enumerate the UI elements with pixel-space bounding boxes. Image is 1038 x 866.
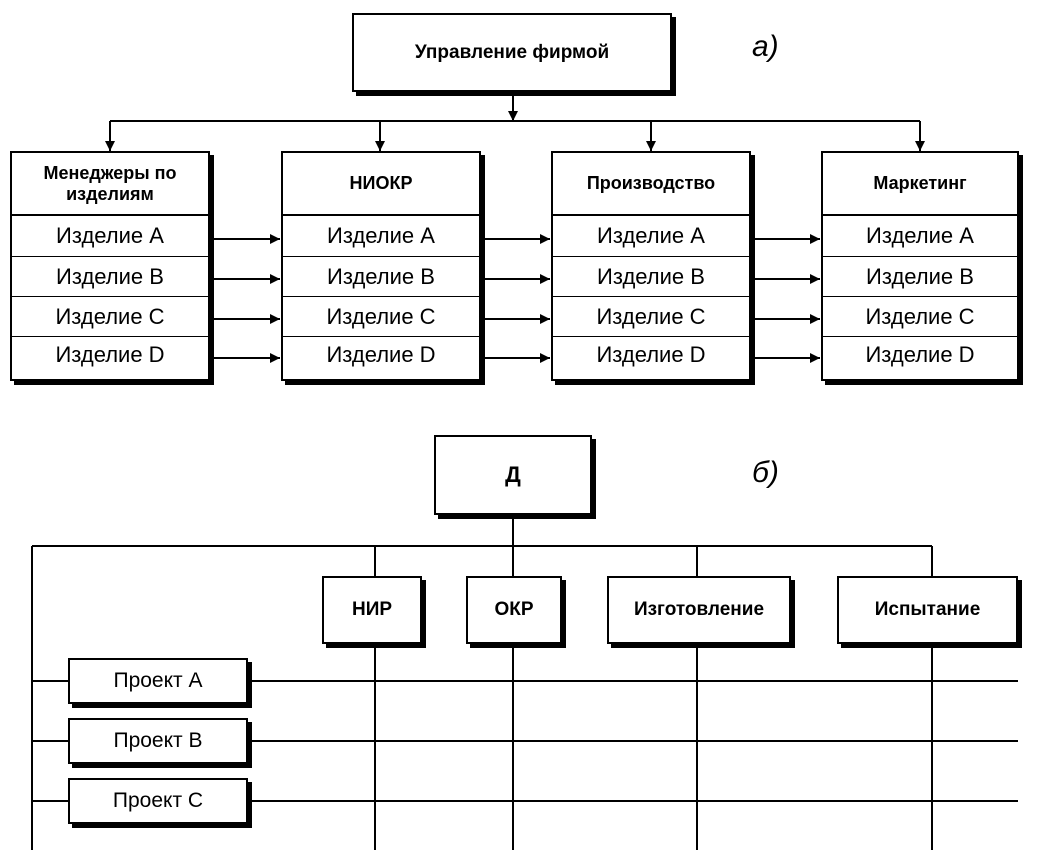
department-production: Производство Изделие A Изделие B Изделие… [551,151,751,381]
product-row: Изделие A [56,223,164,248]
department-title: Производство [553,153,749,216]
function-box-manufacturing: Изготовление [607,576,791,644]
product-row: Изделие C [283,296,479,336]
product-row: Изделие C [12,296,208,336]
function-box-nir: НИР [322,576,422,644]
product-row: Изделие B [823,256,1017,296]
function-box-testing: Испытание [837,576,1018,644]
product-row: Изделие C [553,296,749,336]
panel-label-b: б) [752,456,779,489]
product-row: Изделие C [823,296,1017,336]
project-box-c: Проект C [68,778,248,824]
department-product-managers: Менеджеры по изделиям Изделие A Изделие … [10,151,210,381]
function-label: Изготовление [633,599,765,620]
product-row: Изделие D [823,336,1017,373]
company-management-box: Управление фирмой [352,13,672,92]
director-label: Д [505,462,521,487]
project-box-b: Проект B [68,718,248,764]
project-box-a: Проект A [68,658,248,704]
project-label: Проект C [112,789,204,812]
product-row: Изделие D [553,336,749,373]
product-row: Изделие A [327,223,435,248]
function-label: ОКР [494,599,534,620]
product-row: Изделие B [283,256,479,296]
product-row: Изделие A [866,223,974,248]
function-box-okr: ОКР [466,576,562,644]
function-label: НИР [351,599,393,620]
department-rnd: НИОКР Изделие A Изделие B Изделие C Изде… [281,151,481,381]
director-box: Д [434,435,592,515]
product-row: Изделие D [12,336,208,373]
function-label: Испытание [874,599,981,620]
department-title: Маркетинг [823,153,1017,216]
department-title: НИОКР [283,153,479,216]
department-marketing: Маркетинг Изделие A Изделие B Изделие C … [821,151,1019,381]
product-row: Изделие B [12,256,208,296]
panel-label-a: а) [752,30,779,63]
department-title: Менеджеры по изделиям [12,153,208,216]
product-row: Изделие A [597,223,705,248]
company-management-label: Управление фирмой [414,41,610,63]
project-label: Проект B [113,729,203,752]
product-row: Изделие D [283,336,479,373]
project-label: Проект A [113,669,203,692]
product-row: Изделие B [553,256,749,296]
